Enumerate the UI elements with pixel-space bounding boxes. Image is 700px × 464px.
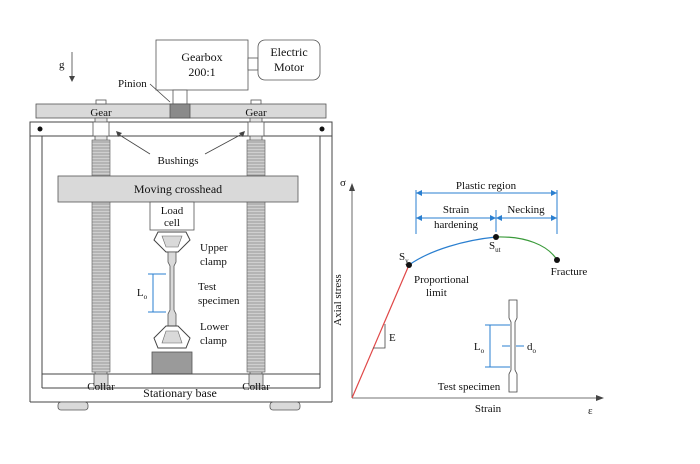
- bushings-arrow-left: [116, 131, 122, 137]
- bushings-leader-right: [204, 133, 243, 155]
- bushings-leader-left: [117, 133, 151, 155]
- screw-thread-block: [91, 139, 111, 177]
- gearbox-shaft: [172, 89, 188, 105]
- motor-coupling: [247, 57, 259, 71]
- yield-point: [406, 262, 412, 268]
- electric-motor: [257, 39, 321, 81]
- load-cell-label-2: cell: [164, 217, 180, 229]
- pinion-label: Pinion: [118, 78, 147, 90]
- y-axis-arrow: [349, 183, 355, 191]
- test-specimen: [167, 251, 177, 327]
- gearbox: [155, 39, 249, 91]
- specimen-caption: Test specimen: [438, 381, 501, 393]
- testing-machine: g Gearbox 200:1 Electric Motor Pinion Ge…: [29, 39, 333, 411]
- proportional-label-2: limit: [426, 287, 447, 299]
- fracture-label: Fracture: [551, 266, 588, 278]
- bolt-left: [37, 126, 43, 132]
- gauge-length-label: Lo: [137, 287, 148, 301]
- lower-clamp-jaw: [161, 330, 183, 344]
- x-axis-label: Strain: [475, 403, 502, 415]
- gearbox-label-1: Gearbox: [181, 50, 222, 64]
- hardening-arrow-left: [416, 215, 422, 221]
- moving-crosshead: [57, 175, 299, 203]
- gearbox-label-2: 200:1: [188, 65, 215, 79]
- necking-label: Necking: [507, 204, 545, 216]
- hardening-curve: [408, 236, 497, 266]
- screw-thread-block: [246, 139, 266, 177]
- gear-left-label: Gear: [90, 107, 112, 119]
- gravity-arrowhead: [69, 76, 75, 82]
- hardening-arrow-right: [490, 215, 496, 221]
- crosshead-label: Moving crosshead: [134, 182, 222, 196]
- gear-boss-right: [250, 99, 262, 105]
- x-axis-arrow: [596, 395, 604, 401]
- modulus-triangle: [373, 324, 386, 349]
- fracture-point: [554, 257, 560, 263]
- bolt-right: [319, 126, 325, 132]
- gravity-label: g: [59, 59, 65, 71]
- pinion: [169, 103, 191, 119]
- lower-clamp-label-1: Lower: [200, 321, 229, 333]
- base-label: Stationary base: [143, 386, 217, 400]
- bushings-arrow-right: [239, 131, 245, 137]
- elastic-line: [351, 264, 410, 399]
- gear-right-label: Gear: [245, 107, 267, 119]
- upper-clamp-label-2: clamp: [200, 256, 227, 268]
- motor-label-1: Electric: [270, 45, 307, 59]
- modulus-label: E: [389, 332, 396, 344]
- necking-arrow-right: [551, 215, 557, 221]
- upper-clamp-label-1: Upper: [200, 242, 228, 254]
- screw-thread-block: [246, 201, 266, 373]
- strain-hardening-label-2: hardening: [434, 219, 478, 231]
- screw-thread-block: [91, 201, 111, 373]
- necking-arrow-left: [496, 215, 502, 221]
- load-cell-label-1: Load: [161, 205, 184, 217]
- sut-label: Sut: [489, 240, 501, 254]
- pinion-leader: [149, 83, 171, 103]
- specimen-label-1: Test: [198, 281, 216, 293]
- gear-boss-left: [95, 99, 107, 105]
- bushings-label: Bushings: [158, 155, 199, 167]
- foot-right: [269, 401, 301, 411]
- lead-screw-left: [91, 117, 111, 375]
- collar-left: [93, 373, 109, 387]
- y-axis-symbol: σ: [340, 177, 346, 189]
- collar-left-label: Collar: [87, 381, 115, 393]
- specimen-sketch: [508, 299, 518, 393]
- specimen-length-label: Lo: [474, 341, 485, 355]
- specimen-diameter-label: do: [527, 341, 537, 355]
- ultimate-point: [493, 234, 499, 240]
- specimen-label-2: specimen: [198, 295, 240, 307]
- y-axis-label: Axial stress: [332, 274, 344, 326]
- sy-label: Sy: [399, 251, 409, 265]
- foot-left: [57, 401, 89, 411]
- necking-curve: [495, 236, 558, 261]
- lower-clamp-label-2: clamp: [200, 335, 227, 347]
- plastic-region-arrow-right: [551, 190, 557, 196]
- plastic-region-label: Plastic region: [456, 180, 517, 192]
- upper-clamp-jaw: [161, 235, 183, 248]
- collar-right: [248, 373, 264, 387]
- motor-label-2: Motor: [274, 60, 304, 74]
- strain-hardening-label-1: Strain: [443, 204, 470, 216]
- plastic-region-arrow-left: [416, 190, 422, 196]
- x-axis-symbol: ε: [588, 405, 593, 417]
- bushing: [247, 121, 265, 137]
- bushing: [92, 121, 110, 137]
- frame-top-beam: [29, 121, 333, 137]
- proportional-label-1: Proportional: [414, 274, 469, 286]
- stress-strain-graph: σ ε Axial stress Strain Sy Sut Proportio…: [332, 177, 604, 417]
- collar-right-label: Collar: [242, 381, 270, 393]
- load-cell: [149, 201, 195, 231]
- base-block: [151, 351, 193, 375]
- lead-screw-right: [246, 117, 266, 375]
